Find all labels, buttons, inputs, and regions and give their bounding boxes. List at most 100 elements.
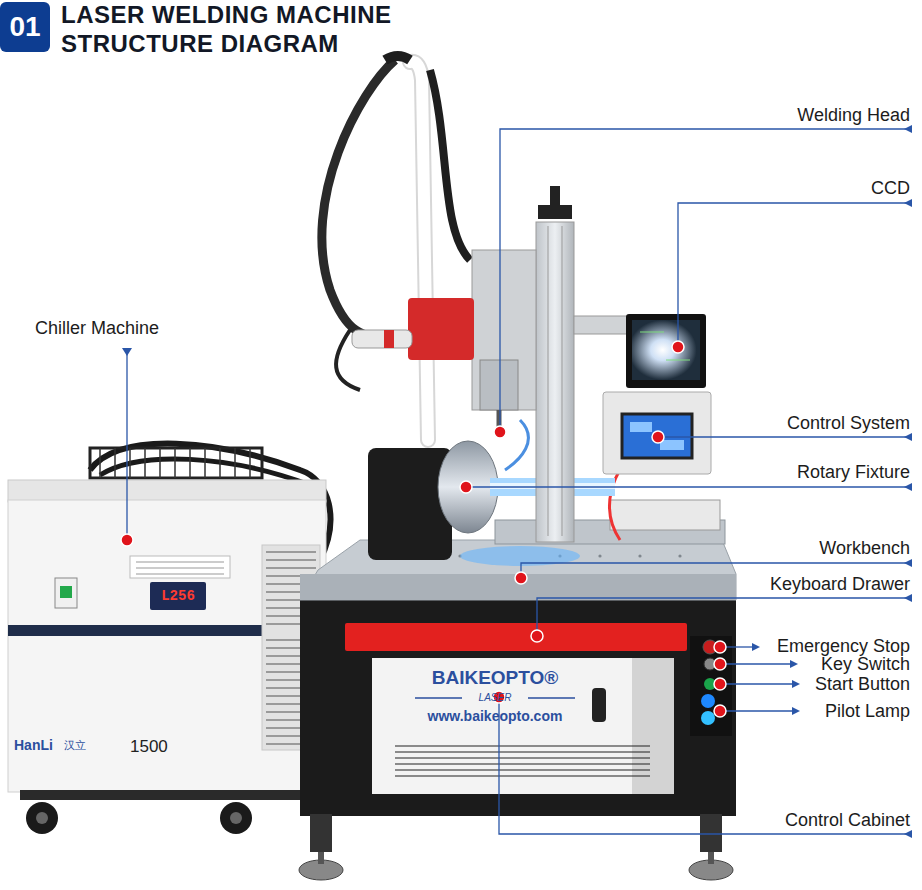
ccd-monitor <box>626 314 706 388</box>
gas-pipe <box>505 420 528 470</box>
callout-dot <box>714 678 726 690</box>
leader-arrow <box>904 433 912 441</box>
support-pole <box>410 62 428 440</box>
collimator-ring <box>384 330 394 348</box>
leader-arrow <box>752 643 760 651</box>
spec-plate <box>130 556 230 578</box>
leader-line <box>466 486 912 487</box>
part-label: Pilot Lamp <box>825 701 910 722</box>
leader-arrow <box>122 348 132 356</box>
leader-arrow <box>904 594 912 602</box>
leader-line <box>658 436 912 437</box>
support-pole <box>410 62 428 440</box>
callout-dot <box>714 658 726 670</box>
callout-dot <box>531 630 543 642</box>
website-url: www.baikeopto.com <box>428 708 563 724</box>
z-axis-scale <box>548 226 562 536</box>
caster-wheel <box>36 812 48 824</box>
leader-line <box>126 350 127 540</box>
leader-arrow <box>904 125 912 133</box>
part-label: Chiller Machine <box>35 318 159 339</box>
callout-dot <box>460 481 472 493</box>
callout-dot <box>494 426 506 438</box>
model-number: 1500 <box>130 737 168 757</box>
leader-line <box>720 683 792 684</box>
leader-arrow <box>904 199 912 207</box>
touch-screen <box>630 422 652 432</box>
focus-lens <box>480 360 518 410</box>
leader-arrow <box>792 680 800 688</box>
collimator <box>352 330 412 348</box>
temperature-display <box>150 582 206 610</box>
welding-head-body <box>408 298 474 360</box>
callout-dot <box>714 705 726 717</box>
part-label: Rotary Fixture <box>797 462 910 483</box>
leader-arrow <box>790 660 798 668</box>
part-label: Control Cabinet <box>785 810 910 831</box>
part-label: Control System <box>787 413 910 434</box>
touch-screen <box>622 414 692 458</box>
display-reading: L256 <box>161 588 195 604</box>
chiller-body <box>8 500 326 792</box>
ccd-screen <box>632 320 700 380</box>
door-shade <box>632 658 674 794</box>
callout-dot <box>515 572 527 584</box>
door-lock <box>592 688 606 722</box>
touch-screen <box>660 440 684 450</box>
z-axis-column <box>536 222 574 542</box>
pilot-lamp <box>701 694 715 708</box>
cabinet-frame <box>300 598 736 816</box>
ccd-crosshair <box>640 332 690 360</box>
caster-wheel <box>26 802 58 834</box>
chiller-brand: 汉立 <box>64 739 86 752</box>
fan-guard <box>100 448 250 478</box>
ccd-arm <box>574 316 630 334</box>
chiller-base <box>20 790 310 800</box>
spec-plate <box>136 562 224 574</box>
leader-arrow <box>904 483 912 491</box>
vent-slots <box>395 746 650 776</box>
leveling-foot <box>318 852 324 864</box>
fiber-cable <box>322 60 400 340</box>
handwheel <box>550 186 560 208</box>
callout-dot <box>652 431 664 443</box>
leveling-foot <box>708 852 714 864</box>
leader-line <box>537 598 912 636</box>
leader-line <box>720 663 790 664</box>
callout-dot <box>714 641 726 653</box>
part-label: Start Button <box>815 674 910 695</box>
fiber-cable <box>385 56 410 60</box>
rotary-motor <box>368 448 452 560</box>
part-label: Key Switch <box>821 654 910 675</box>
leg <box>310 814 332 852</box>
chiller-brand: HanLi <box>14 737 53 753</box>
breaker-switch <box>60 586 72 598</box>
diagram-title: LASER WELDING MACHINE STRUCTURE DIAGRAM <box>61 1 461 59</box>
workbench <box>300 540 736 600</box>
part-label: CCD <box>871 178 910 199</box>
leader-line <box>678 203 912 347</box>
head-mount <box>472 250 536 410</box>
leader-arrow <box>904 830 912 838</box>
caster-wheel <box>220 802 252 834</box>
leader-arrow <box>792 707 800 715</box>
part-label: Workbench <box>819 538 910 559</box>
badge-number: 01 <box>9 11 40 43</box>
part-label: Keyboard Drawer <box>770 574 910 595</box>
breaker <box>55 578 77 608</box>
tailstock <box>610 500 720 530</box>
caster-wheel <box>230 812 242 824</box>
chiller-top <box>8 480 326 502</box>
brand-subtitle: LASER <box>479 692 512 704</box>
leader-line <box>720 710 792 711</box>
leg <box>700 814 722 852</box>
control-panel <box>603 392 711 474</box>
callout-dot <box>121 534 133 546</box>
cabinet-door <box>372 658 674 794</box>
callout-dot <box>672 341 684 353</box>
keyboard-drawer <box>345 623 687 651</box>
pilot-lamp <box>701 711 715 725</box>
button-panel <box>690 636 732 736</box>
fiber-cable <box>430 70 470 260</box>
